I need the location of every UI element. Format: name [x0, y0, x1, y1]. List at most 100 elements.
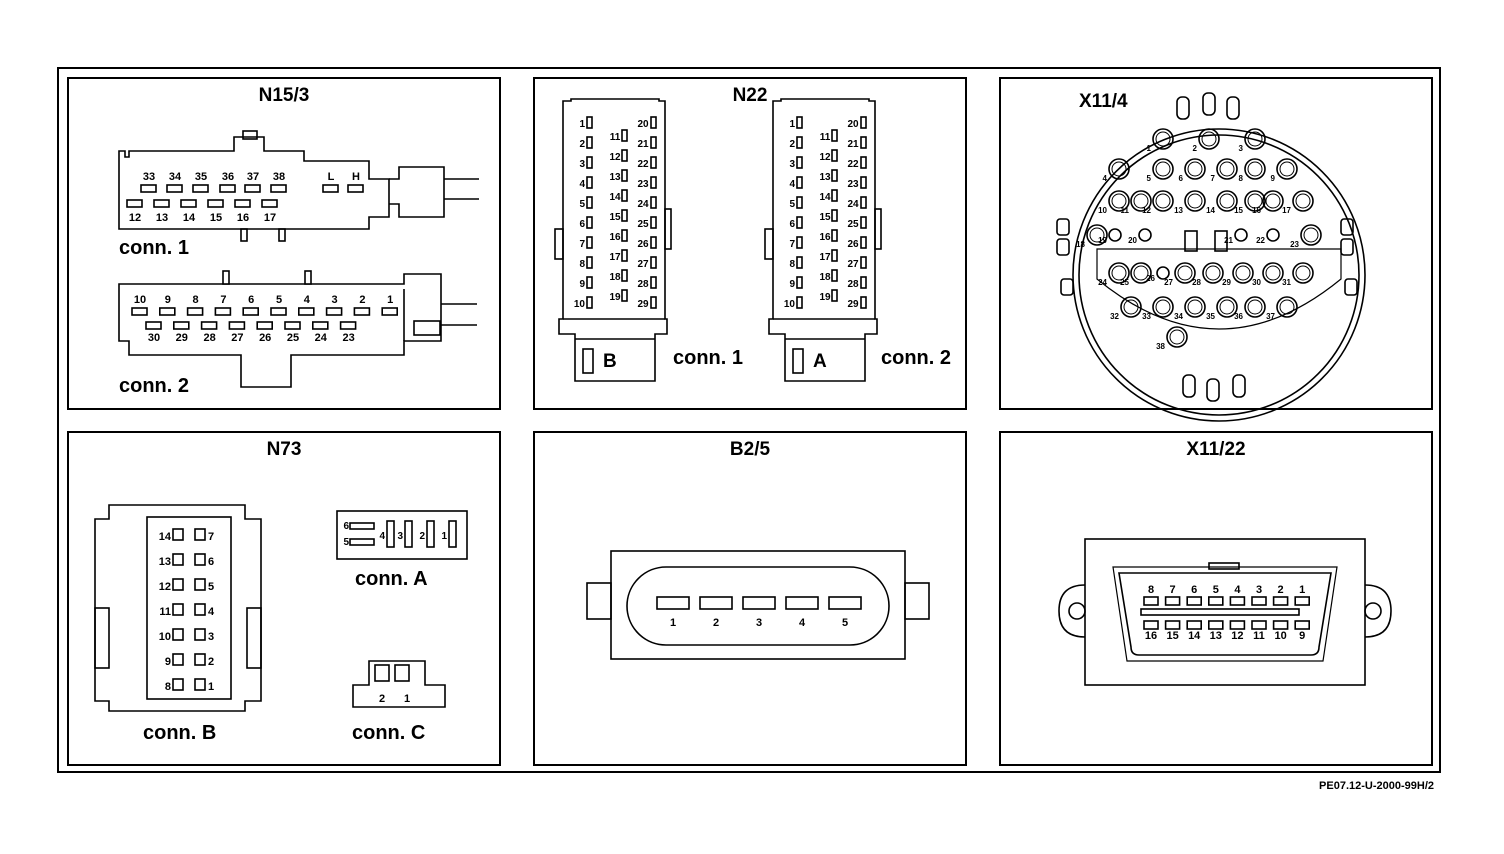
conn-1-latch: [242, 130, 258, 140]
pin-label: H: [352, 171, 360, 183]
contact: [1130, 262, 1152, 284]
pin-label: 8: [789, 259, 795, 270]
panel-title: N73: [266, 439, 302, 460]
pin-slot: [650, 116, 657, 129]
lug: [1232, 374, 1246, 398]
pin-slot: [173, 321, 190, 330]
connector-housing: [558, 98, 668, 382]
pin-label: 5: [579, 199, 585, 210]
pin-slot: [214, 307, 232, 316]
pin-slot: [796, 216, 803, 229]
pin-label: 16: [819, 232, 831, 243]
contact: [1198, 128, 1220, 150]
obd-shroud: [1112, 566, 1338, 662]
contact: [1262, 262, 1284, 284]
pin-slot: [650, 196, 657, 209]
pin-label: 2: [713, 617, 719, 629]
pin-label: 2: [1278, 584, 1284, 596]
contact: [1156, 266, 1170, 280]
pin-label: 17: [1282, 206, 1291, 215]
contact-inner: [1247, 161, 1263, 177]
pin-label: 26: [847, 239, 859, 250]
pin-slot: [242, 307, 259, 316]
pin-label: 6: [1191, 584, 1197, 596]
pin-label: 13: [819, 172, 831, 183]
conn-b-housing: [94, 504, 262, 712]
contact: [1244, 296, 1266, 318]
pin-slot: [621, 289, 628, 302]
pin-label: 3: [1239, 144, 1244, 153]
pin-slot: [831, 169, 838, 182]
pin-label: 23: [342, 332, 354, 344]
contact-inner: [1279, 299, 1295, 315]
pin-label: 24: [1098, 278, 1107, 287]
b2-5-flange: [586, 582, 612, 620]
pin-slot: [860, 196, 867, 209]
pin-label: 1: [670, 617, 676, 629]
pin-slot: [621, 189, 628, 202]
conn-2-housing: [118, 273, 442, 388]
document-code: PE07.12-U-2000-99H/2: [1319, 780, 1434, 792]
pin-slot: [796, 296, 803, 309]
pin-label: 15: [1166, 630, 1178, 642]
pin-label: 20: [1128, 236, 1137, 245]
contact-inner: [1265, 265, 1281, 281]
pin-label: 15: [609, 212, 621, 223]
mount-hole: [1068, 602, 1086, 620]
pin-label: 28: [1192, 278, 1201, 287]
pin-slot: [586, 156, 593, 169]
pin-label: 2: [359, 294, 365, 306]
pin-label: 1: [789, 119, 795, 130]
conn-b-latch: [94, 607, 110, 669]
lug: [1176, 96, 1190, 120]
pin-label: 1: [579, 119, 585, 130]
pin-slot: [860, 296, 867, 309]
pin-slot: [219, 184, 236, 193]
pin-slot: [650, 236, 657, 249]
pin-slot: [298, 307, 315, 316]
connector-housing: [768, 98, 878, 382]
pin-slot: [186, 307, 204, 316]
pin-slot: [621, 269, 628, 282]
pin-slot: [270, 307, 287, 316]
pin-slot: [796, 256, 803, 269]
pin-slot: [586, 236, 593, 249]
pin-label: 25: [637, 219, 649, 230]
contact: [1166, 326, 1188, 348]
contact-inner: [1111, 265, 1127, 281]
pin-slot: [404, 520, 413, 548]
pin-slot: [347, 184, 364, 193]
pin-label: 16: [609, 232, 621, 243]
contact: [1152, 296, 1174, 318]
inner-ring: [1078, 134, 1360, 416]
contact: [1108, 228, 1122, 242]
conn-1-label: conn. 1: [119, 237, 190, 259]
pin-slot: [831, 189, 838, 202]
contact-inner: [1201, 131, 1217, 147]
pin-label: 6: [1179, 174, 1184, 183]
contact-inner: [1123, 299, 1139, 315]
contact-inner: [1155, 161, 1171, 177]
pin-label: 12: [129, 212, 141, 224]
pin-slot: [650, 136, 657, 149]
conn-b-latch: [246, 607, 262, 669]
pin-slot: [1164, 596, 1181, 606]
pin-label: 22: [637, 159, 649, 170]
pin-label: 8: [193, 294, 199, 306]
conn-1-key-letter: B: [603, 351, 617, 372]
side-lug: [1344, 278, 1358, 296]
pin-slot: [270, 184, 287, 193]
pin-slot: [448, 520, 457, 548]
mount-hole: [1364, 602, 1382, 620]
pin-slot: [1143, 596, 1159, 606]
pin-label: 34: [1174, 312, 1183, 321]
contact-inner: [1111, 193, 1127, 209]
pin-slot: [621, 149, 628, 162]
pin-slot: [200, 321, 218, 330]
pin-slot: [860, 276, 867, 289]
pin-label: 12: [1142, 206, 1151, 215]
